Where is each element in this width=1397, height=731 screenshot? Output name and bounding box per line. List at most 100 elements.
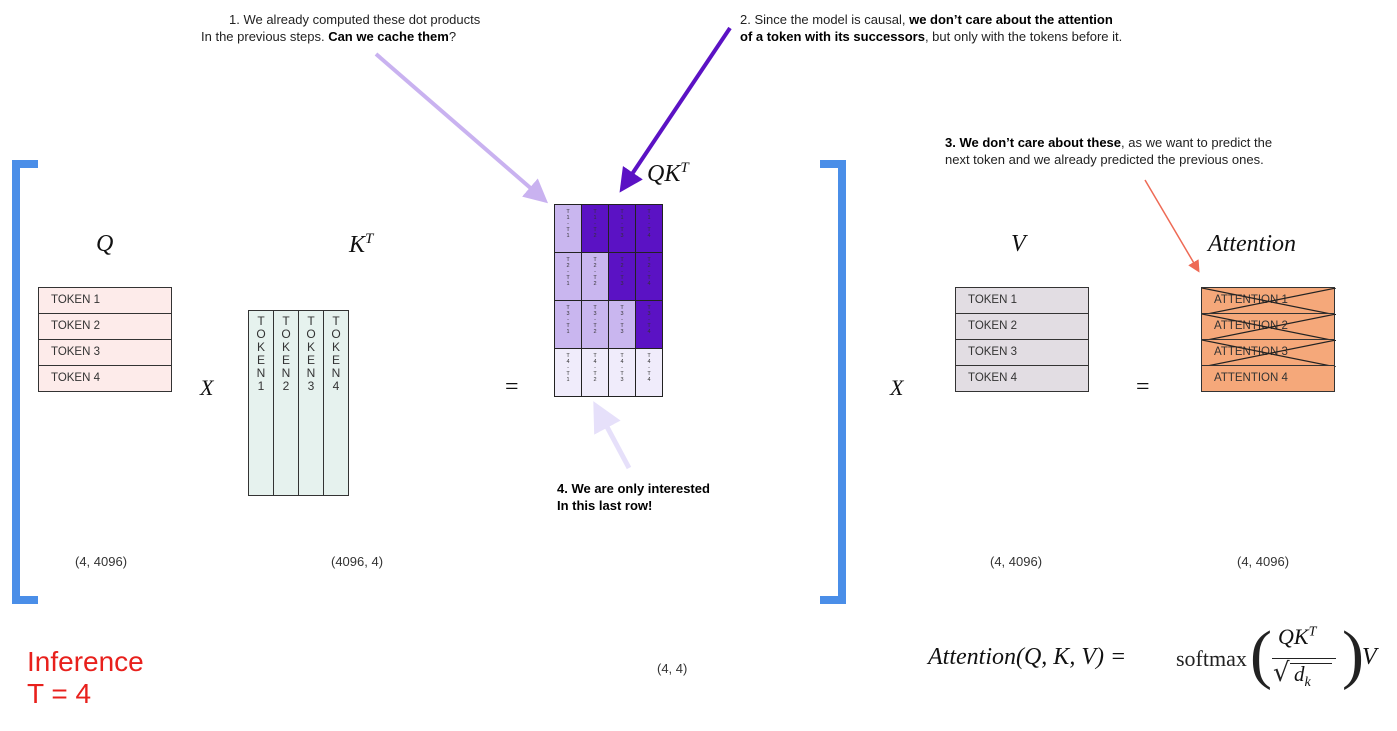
note-cache: 1. We already computed these dot product… (201, 11, 480, 45)
v-row: TOKEN 1 (955, 287, 1089, 314)
v-shape: (4, 4096) (990, 554, 1043, 569)
qkt-cell-char: - (621, 317, 623, 323)
qkt-cell-char: 1 (566, 377, 570, 383)
qkt-cell-char: - (567, 365, 569, 371)
note-causal-bold2: of a token with its successors (740, 29, 925, 44)
q-row: TOKEN 4 (38, 365, 172, 392)
qkt-cell-char: T (647, 353, 651, 359)
qkt-cell-char: T (566, 323, 570, 329)
qkt-cell-char: 1 (566, 281, 570, 287)
qkt-cell-char: - (594, 317, 596, 323)
qkt-cell-char: 4 (647, 329, 651, 335)
inference-line2: T = 4 (27, 678, 92, 709)
kt-column-char: E (256, 353, 265, 367)
qkt-cell-char: T (647, 257, 651, 263)
qkt-cell-char: T (566, 227, 570, 233)
qkt-cell-char: 3 (593, 311, 597, 317)
qkt-cell-char: 3 (620, 233, 624, 239)
qkt-cell-char: 4 (647, 233, 651, 239)
kt-column-char: T (257, 314, 265, 328)
note-cache-bold: Can we cache them (328, 29, 449, 44)
formula-softmax: softmax (1176, 646, 1247, 671)
qkt-cell-char: T (566, 353, 570, 359)
qkt-cell-char: T (620, 305, 624, 311)
arrow-cache (374, 52, 549, 204)
cross-out-mark (1202, 340, 1336, 367)
qkt-cell-char: 4 (647, 359, 651, 365)
multiply-symbol-1: X (200, 375, 214, 400)
q-row: TOKEN 2 (38, 313, 172, 340)
formula-den-sub: k (1304, 675, 1311, 691)
kt-column-char: 1 (257, 379, 265, 393)
qkt-cell-char: T (647, 305, 651, 311)
kt-column-char: O (281, 327, 291, 341)
right-bracket (820, 160, 846, 604)
note-last-row: 4. We are only interested In this last r… (557, 480, 710, 514)
qkt-cell-char: T (647, 275, 651, 281)
inference-line1: Inference (27, 646, 144, 677)
qkt-cell-char: T (620, 209, 624, 215)
qkt-cell-char: 4 (593, 359, 597, 365)
qkt-cell-char: T (620, 227, 624, 233)
v-row: TOKEN 3 (955, 339, 1089, 366)
qkt-cell-char: T (620, 275, 624, 281)
qkt-cell-char: T (647, 209, 651, 215)
qkt-label-sup: T (680, 160, 689, 176)
q-label: Q (96, 231, 114, 257)
formula-paren-left: ( (1250, 618, 1272, 691)
attention-shape: (4, 4096) (1237, 554, 1290, 569)
kt-label: KT (349, 231, 373, 259)
arrow-dont-care (1144, 179, 1200, 273)
q-row: TOKEN 3 (38, 339, 172, 366)
qkt-cell-char: T (593, 257, 597, 263)
q-shape: (4, 4096) (75, 554, 128, 569)
qkt-cell-char: T (620, 353, 624, 359)
attention-row-label: ATTENTION 2 (1214, 320, 1288, 332)
kt-column-char: T (307, 314, 315, 328)
qkt-cell-char: - (648, 269, 650, 275)
kt-column-char: E (331, 353, 340, 367)
attention-label: Attention (1208, 231, 1296, 257)
formula-num-base: QK (1278, 624, 1309, 649)
v-label: V (1011, 231, 1026, 257)
qkt-cell-char: T (593, 371, 597, 377)
attention-row: ATTENTION 1 (1201, 287, 1336, 315)
formula-num-sup: T (1308, 624, 1317, 640)
note-causal-pre: 2. Since the model is causal, (740, 12, 910, 27)
qkt-cell-char: 3 (566, 311, 570, 317)
qkt-cell-char: - (621, 221, 623, 227)
qkt-cell-char: 3 (620, 329, 624, 335)
qkt-label: QKT (647, 160, 689, 188)
v-row: TOKEN 2 (955, 313, 1089, 340)
note-cache-post: ? (448, 29, 457, 44)
note-dont-care-post: , as we want to predict the (1121, 135, 1273, 150)
qkt-cell-char: 1 (593, 215, 597, 221)
qkt-cell-char: 4 (647, 377, 651, 383)
note-last-row-line1: 4. We are only interested (557, 481, 710, 496)
qkt-cell-char: 2 (593, 281, 597, 287)
qkt-cell-char: - (594, 365, 596, 371)
kt-column-char: T (332, 314, 340, 328)
qkt-cell-char: 2 (647, 263, 651, 269)
equals-symbol-1: = (505, 374, 519, 400)
qkt-cell-char: 2 (593, 233, 597, 239)
inference-label: Inference T = 4 (27, 646, 144, 710)
kt-column-char: 3 (307, 379, 315, 393)
note-cache-pre: In the previous steps. (201, 29, 329, 44)
qkt-cell-char: T (620, 257, 624, 263)
qkt-label-base: QK (647, 161, 681, 187)
kt-column-char: 4 (332, 379, 340, 393)
qkt-cell-char: T (593, 353, 597, 359)
qkt-cell-char: T (593, 305, 597, 311)
